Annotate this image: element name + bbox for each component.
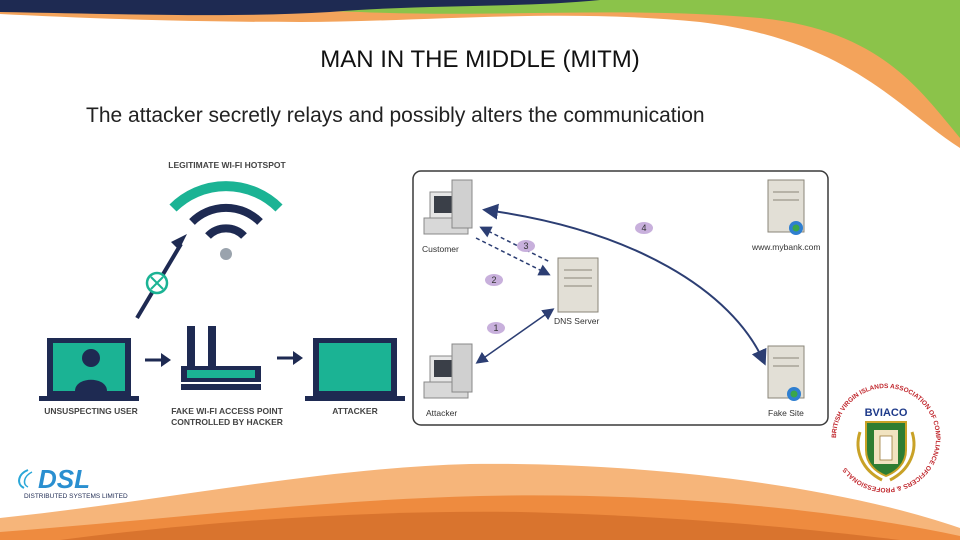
svg-text:2: 2: [491, 275, 496, 285]
svg-text:4: 4: [641, 223, 646, 233]
dsl-logo: DSL DISTRIBUTED SYSTEMS LIMITED: [10, 462, 140, 506]
svg-text:1: 1: [493, 323, 498, 333]
bviaco-text: BVIACO: [865, 407, 908, 419]
wifi-hotspot-icon: [173, 186, 279, 260]
fake-access-point-icon: [181, 326, 261, 390]
arrow-user-to-ap: [145, 353, 171, 367]
access-point-label-1: FAKE WI-FI ACCESS POINT: [171, 406, 283, 416]
step-badge-1: 1: [487, 322, 505, 334]
top-wave-decoration: [0, 0, 960, 160]
left-diagram: LEGITIMATE WI-FI HOTSPOT UNSUSPECTING US…: [15, 140, 410, 440]
user-laptop-icon: [39, 338, 139, 401]
slide-subtitle: The attacker secretly relays and possibl…: [86, 104, 705, 128]
attacker-laptop-icon: [305, 338, 405, 401]
dsl-tagline: DISTRIBUTED SYSTEMS LIMITED: [24, 493, 128, 500]
dns-server-icon: [558, 258, 598, 312]
dsl-brand-text: DSL: [38, 464, 90, 494]
bviaco-shield-icon: [866, 422, 906, 476]
dsl-swoosh-icon: [19, 470, 32, 488]
svg-text:3: 3: [523, 241, 528, 251]
attacker-label-right: Attacker: [426, 408, 457, 418]
step-badge-2: 2: [485, 274, 503, 286]
fake-site-label: Fake Site: [768, 408, 804, 418]
step-badge-3: 3: [517, 240, 535, 252]
access-point-label-2: CONTROLLED BY HACKER: [171, 417, 283, 427]
bank-label: www.mybank.com: [751, 242, 821, 252]
diagram-frame: [413, 171, 828, 425]
step-badge-4: 4: [635, 222, 653, 234]
attacker-label-left: ATTACKER: [332, 406, 377, 416]
user-label: UNSUSPECTING USER: [44, 406, 138, 416]
bank-server-icon: [768, 180, 804, 235]
bottom-wave-decoration: [0, 440, 960, 540]
bviaco-logo: BRITISH VIRGIN ISLANDS ASSOCIATION OF CO…: [826, 380, 946, 496]
customer-label: Customer: [422, 244, 459, 254]
hotspot-label: LEGITIMATE WI-FI HOTSPOT: [168, 160, 286, 170]
dns-label: DNS Server: [554, 316, 600, 326]
slide-title: MAN IN THE MIDDLE (MITM): [0, 46, 960, 74]
fake-site-server-icon: [768, 346, 804, 401]
right-diagram: Customer Attacker DNS Server www.mybank.…: [412, 170, 830, 428]
blocked-x-icon: [147, 273, 167, 293]
arrow-ap-to-attacker: [277, 351, 303, 365]
